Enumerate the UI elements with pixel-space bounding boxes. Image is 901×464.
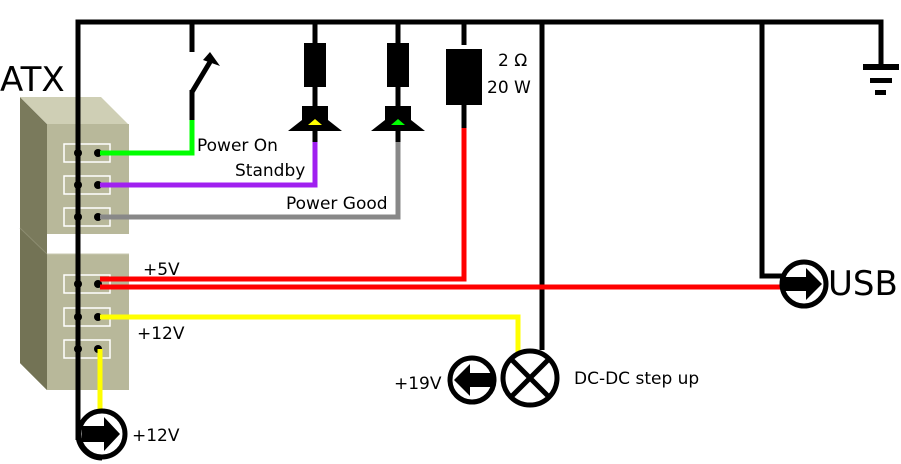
dcdc-converter: DC-DC step up (500, 348, 699, 408)
powergood-led-light (391, 119, 405, 125)
pin-dot (74, 181, 82, 189)
switch-lever-tip (203, 52, 220, 66)
power-on-switch (189, 52, 220, 152)
standby-label: Standby (235, 161, 305, 181)
standby-led-light (308, 119, 322, 125)
dcdc-label: DC-DC step up (574, 369, 699, 389)
signal-wires (97, 118, 785, 412)
powergood-resistor (387, 43, 409, 87)
load-resistor-body (446, 49, 482, 105)
psu-label: ATX (0, 60, 65, 100)
ground-bar-3 (875, 90, 886, 95)
plus19v-arrow-icon (454, 364, 492, 396)
usb-output-connector: USB (779, 259, 898, 309)
standby-led-body (288, 106, 342, 131)
standby-led-assembly (288, 43, 342, 142)
connector-pins-lower (63, 274, 111, 359)
pin-dot (74, 345, 82, 353)
ground-to-usb (759, 22, 790, 279)
ground-loop (75, 405, 103, 461)
pin-holder (63, 274, 111, 294)
resistor-value-label: 2 Ω (498, 51, 527, 71)
pin-dot (74, 313, 82, 321)
psu-lower-side-face (20, 228, 47, 390)
psu-split-line (19, 227, 48, 255)
wire-plus12v-to-dcdc (100, 314, 521, 353)
ground-icon (863, 40, 899, 95)
wire-plus5v-to-resistor (100, 128, 467, 282)
power-good-label: Power Good (286, 194, 388, 214)
power-on-label: Power On (197, 136, 278, 156)
ground-bus (75, 19, 884, 440)
plus12v-output-connector: +12V (75, 405, 180, 461)
pin-dot (74, 280, 82, 288)
psu-top-face (20, 97, 128, 124)
pin-holder (63, 339, 111, 359)
dcdc-cross-2 (509, 357, 551, 399)
ground-bar-2 (870, 78, 892, 83)
ground-bus-main (75, 19, 884, 440)
standby-resistor (304, 43, 326, 87)
pin-dot (74, 213, 82, 221)
switch-lever (189, 60, 213, 94)
usb-arrow-icon (784, 268, 822, 300)
resistor-power-label: 20 W (487, 78, 531, 98)
ground-bar-1 (863, 64, 899, 70)
plus12v-arrow-icon (82, 417, 120, 451)
atx-psu: ATX (0, 60, 129, 390)
pin-dot (74, 149, 82, 157)
powergood-led-body (371, 106, 425, 131)
load-resistor: 2 Ω 20 W (446, 49, 531, 128)
wire-power-good (100, 140, 401, 220)
plus19v-output-connector: +19V (394, 355, 497, 405)
powergood-led-assembly (371, 43, 425, 142)
wire-standby (100, 140, 318, 188)
plus12v-label: +12V (137, 324, 185, 344)
plus19v-output-label: +19V (394, 374, 442, 394)
plus12v-output-label: +12V (132, 426, 180, 446)
plus5v-label: +5V (143, 260, 180, 280)
wire-labels: Power On Standby Power Good +5V +12V (137, 136, 388, 344)
usb-label: USB (828, 264, 898, 304)
